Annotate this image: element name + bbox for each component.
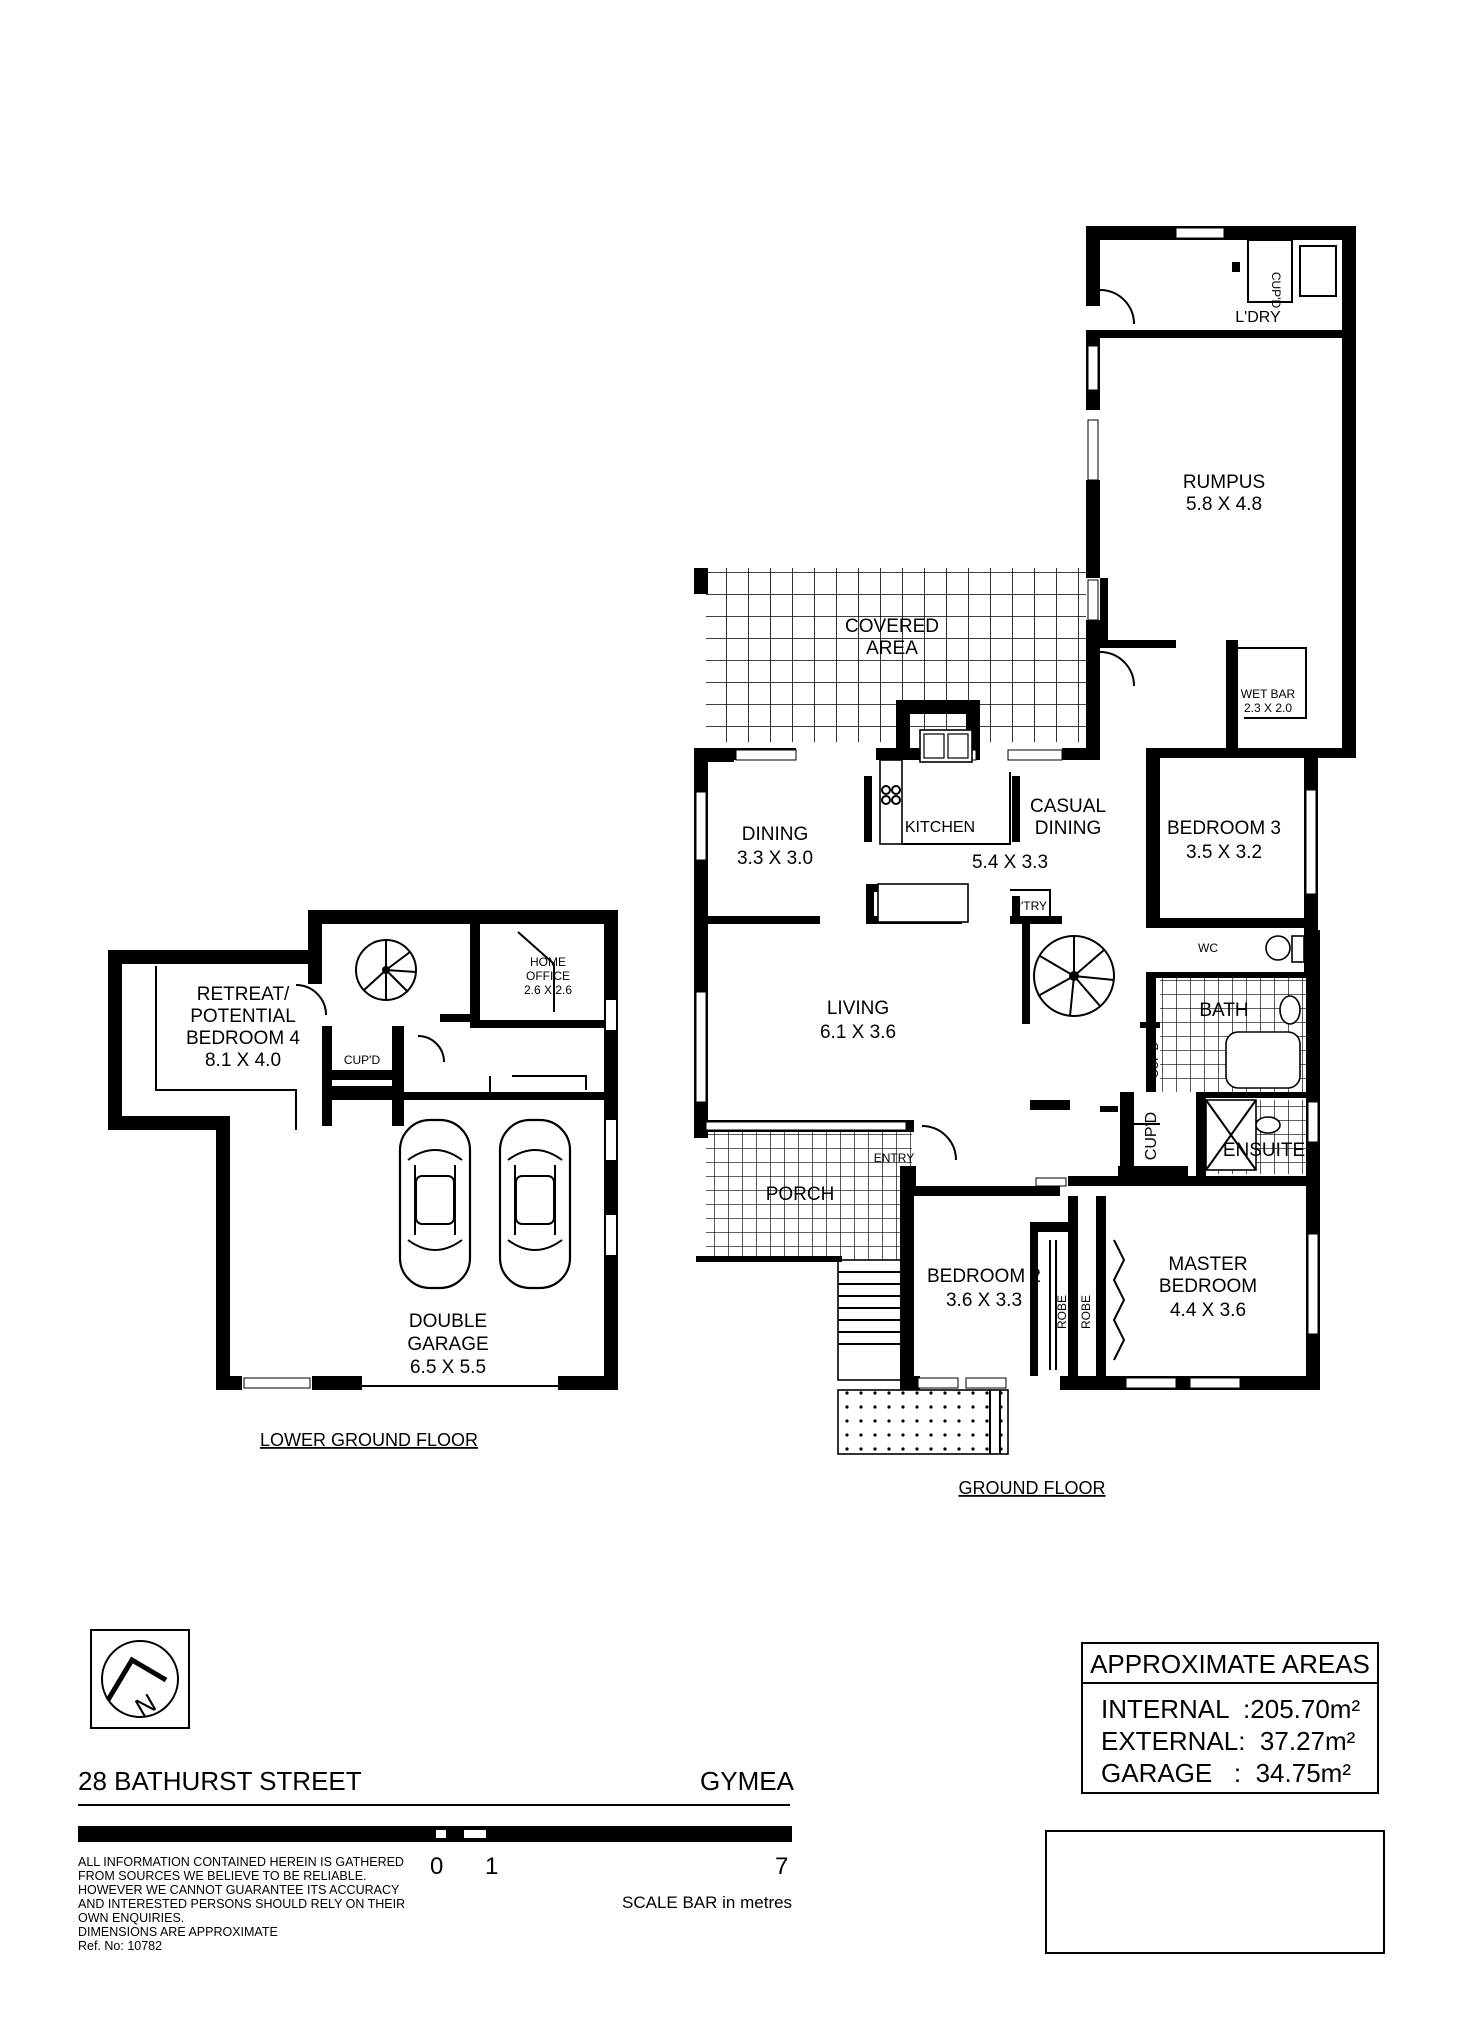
disclaimer-line: ALL INFORMATION CONTAINED HEREIN IS GATH… xyxy=(78,1855,404,1869)
dining-label: DINING xyxy=(742,824,809,845)
retreat-label-1: RETREAT/ xyxy=(197,984,290,1005)
bedroom2-label: BEDROOM 2 xyxy=(927,1266,1041,1287)
ground-floor-label: GROUND FLOOR xyxy=(958,1478,1105,1498)
disclaimer-line: FROM SOURCES WE BELIEVE TO BE RELIABLE. xyxy=(78,1869,367,1883)
disclaimer-line: OWN ENQUIRIES. xyxy=(78,1911,185,1925)
scale-label-7: 7 xyxy=(775,1853,789,1880)
bedroom3-label: BEDROOM 3 xyxy=(1167,818,1281,839)
home-office-dims: 2.6 X 2.6 xyxy=(524,983,572,997)
home-office-label-1: HOME xyxy=(530,955,566,969)
garage-label-1: DOUBLE xyxy=(409,1311,487,1332)
living-label: LIVING xyxy=(827,998,889,1019)
wet-bar-dims: 2.3 X 2.0 xyxy=(1244,701,1292,715)
scale-bar-segment xyxy=(436,1830,446,1838)
external-area: EXTERNAL: 37.27m² xyxy=(1101,1726,1356,1756)
rumpus-label: RUMPUS xyxy=(1183,472,1265,493)
scale-caption: SCALE BAR in metres xyxy=(622,1893,793,1912)
lower-ground-floor: RETREAT/ POTENTIAL BEDROOM 4 8.1 X 4.0 H… xyxy=(108,910,618,1450)
bedroom2-dims: 3.6 X 3.3 xyxy=(946,1290,1022,1311)
laundry-cupd-label: CUP'D xyxy=(1269,272,1283,309)
car-icon xyxy=(398,1118,472,1290)
retreat-label-3: BEDROOM 4 xyxy=(186,1028,300,1049)
lower-ground-floor-label: LOWER GROUND FLOOR xyxy=(260,1430,478,1450)
pantry-label: P'TRY xyxy=(1013,899,1047,913)
ground-floor: L'DRY CUP'D RUMPUS 5.8 X 4.8 WET BAR 2.3… xyxy=(694,226,1356,1498)
agency-logo-box xyxy=(1045,1830,1385,1954)
retreat-dims: 8.1 X 4.0 xyxy=(205,1050,281,1071)
areas-title: APPROXIMATE AREAS xyxy=(1083,1644,1377,1684)
wc-label: WC xyxy=(1198,941,1218,955)
disclaimer-line: AND INTERESTED PERSONS SHOULD RELY ON TH… xyxy=(78,1897,406,1911)
laundry-label: L'DRY xyxy=(1235,309,1281,326)
covered-area-label-1: COVERED xyxy=(845,616,939,637)
casual-dining-dims: 5.4 X 3.3 xyxy=(972,852,1048,873)
property-suburb: GYMEA xyxy=(700,1766,794,1796)
master-dims: 4.4 X 3.6 xyxy=(1170,1300,1246,1321)
lower-cupd-label: CUP'D xyxy=(344,1053,381,1067)
covered-area-label-2: AREA xyxy=(866,638,918,659)
bath-label: BATH xyxy=(1199,1000,1248,1021)
living-dims: 6.1 X 3.6 xyxy=(820,1022,896,1043)
north-arrow-frame xyxy=(90,1629,190,1729)
bedroom2-robe-label: ROBE xyxy=(1055,1295,1069,1329)
scale-bar-segment xyxy=(464,1830,486,1838)
property-address: 28 BATHURST STREET xyxy=(78,1766,362,1796)
reference-number: Ref. No: 10782 xyxy=(78,1939,163,1953)
garage-label-2: GARAGE xyxy=(407,1334,488,1355)
bedroom3-dims: 3.5 X 3.2 xyxy=(1186,842,1262,863)
home-office-label-2: OFFICE xyxy=(526,969,570,983)
scale-label-1: 1 xyxy=(485,1853,499,1880)
casual-dining-label-1: CASUAL xyxy=(1030,796,1106,817)
master-robe-label: ROBE xyxy=(1079,1295,1093,1329)
rumpus-dims: 5.8 X 4.8 xyxy=(1186,494,1262,515)
bath-cupd-label: CUP'D xyxy=(1147,1042,1161,1079)
entry-label: ENTRY xyxy=(874,1151,914,1165)
internal-area: INTERNAL :205.70m² xyxy=(1101,1694,1361,1724)
north-arrow-icon: N xyxy=(101,1640,179,1723)
disclaimer: ALL INFORMATION CONTAINED HEREIN IS GATH… xyxy=(78,1855,418,1953)
disclaimer-line: DIMENSIONS ARE APPROXIMATE xyxy=(78,1925,278,1939)
porch-label: PORCH xyxy=(766,1184,835,1205)
hall-cupd-label: CUP'D xyxy=(1143,1112,1160,1160)
garage-dims: 6.5 X 5.5 xyxy=(410,1357,486,1378)
address-underline xyxy=(78,1804,790,1806)
wet-bar-label: WET BAR xyxy=(1241,687,1296,701)
kitchen-label: KITCHEN xyxy=(905,819,975,836)
master-label-1: MASTER xyxy=(1168,1254,1247,1275)
scale-bar xyxy=(78,1826,792,1842)
porch-tiles xyxy=(706,1130,912,1260)
car-icon xyxy=(498,1118,572,1290)
dining-dims: 3.3 X 3.0 xyxy=(737,848,813,869)
master-label-2: BEDROOM xyxy=(1159,1276,1257,1297)
scale-label-0: 0 xyxy=(430,1853,444,1880)
approximate-areas-box: APPROXIMATE AREAS INTERNAL :205.70m² EXT… xyxy=(1081,1642,1379,1794)
casual-dining-label-2: DINING xyxy=(1035,818,1102,839)
ensuite-label: ENSUITE xyxy=(1223,1140,1305,1161)
garage-area: GARAGE : 34.75m² xyxy=(1101,1758,1351,1788)
retreat-label-2: POTENTIAL xyxy=(190,1006,296,1027)
disclaimer-line: HOWEVER WE CANNOT GUARANTEE ITS ACCURACY xyxy=(78,1883,400,1897)
